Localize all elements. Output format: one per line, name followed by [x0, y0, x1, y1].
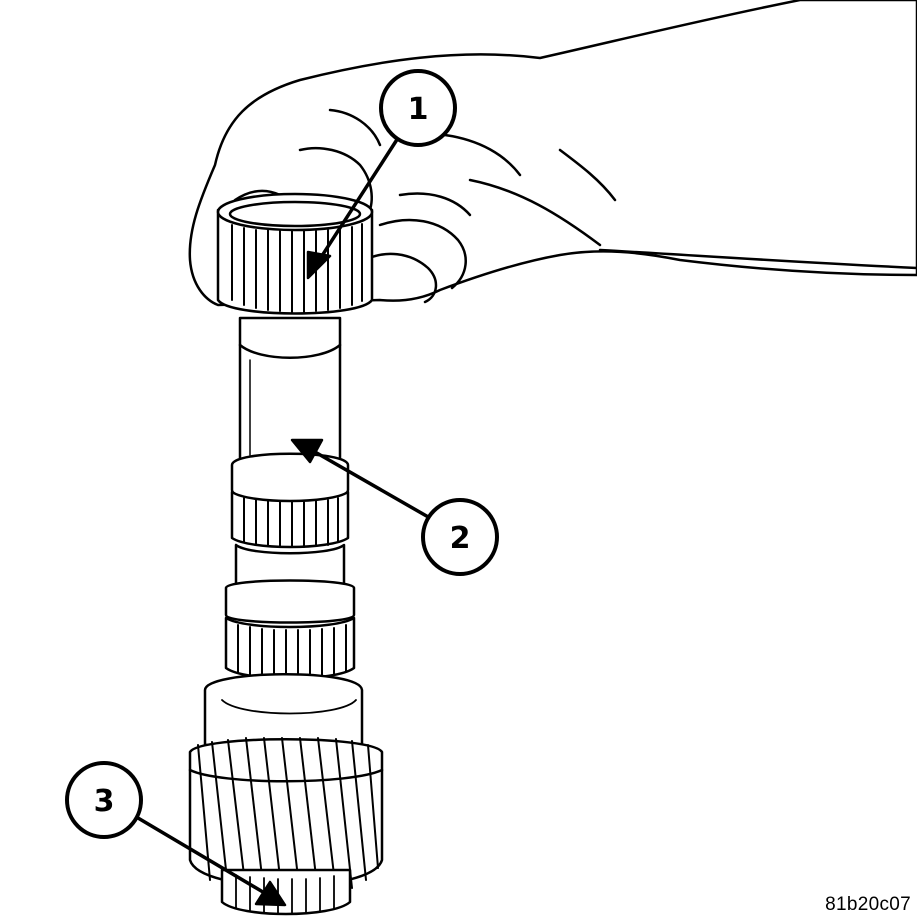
callout-label-2: 2	[450, 521, 471, 556]
leader-line-3	[136, 816, 287, 907]
callout-circle-1	[379, 69, 457, 147]
callout-circle-3	[65, 761, 143, 839]
callout-label-1: 1	[408, 92, 429, 127]
callout-circle-2	[421, 498, 499, 576]
leader-line-2	[290, 438, 432, 520]
leader-line-1	[306, 136, 400, 280]
shaft	[203, 316, 364, 758]
gear	[188, 737, 384, 916]
figure-id: 81b20c07	[825, 894, 911, 915]
callout-label-3: 3	[94, 784, 115, 819]
